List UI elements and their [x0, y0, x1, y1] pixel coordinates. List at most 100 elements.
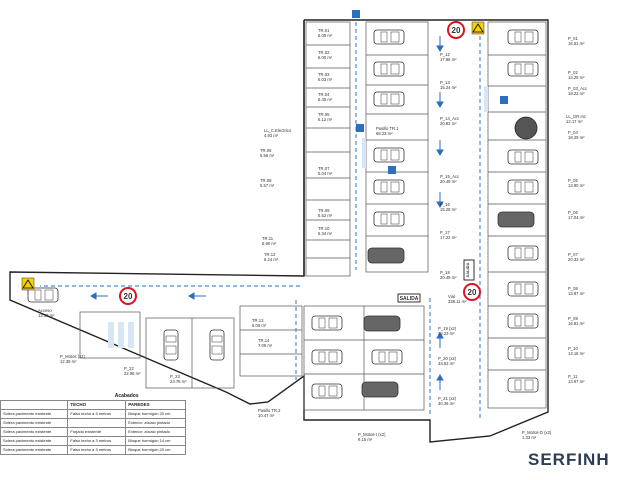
parking-space-label-area: 16.51 m² [568, 41, 585, 46]
warning-sign-icon [21, 277, 35, 291]
storage-room-label-area: 5.34 m² [318, 231, 333, 236]
salida-sign: SALIDA [397, 293, 421, 303]
finishes-cell-suelo: Solera pavimento existente [0, 409, 69, 419]
storage-room-label-name: TR.09 [318, 208, 330, 213]
area-label-area: 7.09 m² [258, 343, 273, 348]
finishes-header-techo: TECHO [67, 400, 127, 410]
storage-room-label-area: 6.03 m² [318, 77, 333, 82]
area-label-area: 22.96 m² [124, 371, 141, 376]
parking-space-label-name: LL_GR.Inc [566, 114, 586, 119]
area-label-name: P_22 [124, 366, 134, 371]
parking-space-label-area: 20.33 m² [568, 257, 585, 262]
area-label-name: P_Motos-I (x2) [358, 432, 386, 437]
parking-space-label-name: P_04 [568, 130, 578, 135]
parking-space-label-name: P_06 [568, 210, 578, 215]
finishes-cell-paredes: Exterior: zócalo pintado [125, 427, 186, 437]
parking-space-label-area: 20.82 m² [440, 121, 457, 126]
parking-space-label-name: P_08 [568, 286, 578, 291]
cars [27, 29, 539, 399]
parking-space-label-area: 17.04 m² [568, 215, 585, 220]
parking-space-label-name: P_12 [440, 52, 450, 57]
parking-space-label-name: P_05 [568, 178, 578, 183]
parking-space-label-area: 68.23 m² [376, 131, 393, 136]
storage-room-label-area: 6.09 m² [318, 33, 333, 38]
parking-space-label-area: 12.17 m² [566, 119, 583, 124]
storage-room-label-area: 6.12 m² [318, 117, 333, 122]
area-label-area: 6.00 m² [252, 323, 267, 328]
parking-space-label-name: P_17 [440, 230, 450, 235]
storage-room-label-area: 4.93 m² [264, 133, 279, 138]
finishes-cell-techo: Falso techo a 3 metros [67, 445, 127, 455]
storage-room-label-area: 5.52 m² [318, 213, 333, 218]
parking-space-label-area: 18.29 m² [568, 135, 585, 140]
finishes-cell-techo: Falso techo a 3 metros [67, 409, 127, 419]
area-label-area: 12.40 m² [38, 313, 55, 318]
parking-space-label-area: 15.24 m² [440, 85, 457, 90]
storage-room-label-name: TR.12 [264, 252, 276, 257]
area-label-area: 33.23 m² [438, 331, 455, 336]
parking-space-label-name: P_02 [568, 70, 578, 75]
area-label-name: P_Motos (x2) [60, 354, 86, 359]
finishes-cell-suelo: Solera pavimento existente [0, 445, 69, 455]
wheelchair-icon [352, 10, 508, 174]
svg-text:SALIDA: SALIDA [465, 262, 470, 277]
storage-room-label-name: TR.10 [318, 226, 330, 231]
parking-space-label-area: 13.90 m² [568, 183, 585, 188]
finishes-cell-paredes: Bloque hormigón 14 cm [125, 436, 186, 446]
storage-room-label-name: TR.04 [318, 92, 330, 97]
storage-room-label-name: TR.08 [260, 178, 272, 183]
area-label-name: P_20 (x2) [438, 356, 457, 361]
area-label-area: 10.47 m² [258, 413, 275, 418]
area-label-name: TR.13 [252, 318, 264, 323]
parking-space-label-area: 17.86 m² [440, 57, 457, 62]
parking-space-label-name: P_13 [440, 80, 450, 85]
area-label-name: Pasillo TR.2 [258, 408, 281, 413]
area-label-name: P_23 [170, 374, 180, 379]
finishes-cell-techo [67, 418, 127, 428]
brand-logo: SERFINH [528, 450, 610, 469]
parking-space-label-area: 17.22 m² [440, 235, 457, 240]
finishes-cell-suelo: Solera pavimento existente [0, 418, 69, 428]
parking-space-label-area: 20.49 m² [440, 179, 457, 184]
speed-sign-2: 20 [463, 283, 481, 301]
storage-room-label-area: 5.57 m² [260, 183, 275, 188]
finishes-cell-techo: Falso techo a 3 metros [67, 436, 127, 446]
parking-space-label-name: P_15_Acc [440, 174, 459, 179]
building-outline [9, 19, 549, 443]
parking-space-label-name: P_01 [568, 36, 578, 41]
storage-room-label-name: TR.07 [318, 166, 330, 171]
parking-space-label-area: 13.87 m² [568, 291, 585, 296]
speed-sign-value: 20 [452, 26, 461, 35]
storage-room-label-area: 6.90 m² [262, 241, 277, 246]
finishes-cell-suelo: Solera pavimento existente [0, 436, 69, 446]
area-label-area: 30.36 m² [438, 401, 455, 406]
parking-space-label-area: 13.97 m² [568, 379, 585, 384]
storage-room-label-name: TR.01 [318, 28, 330, 33]
tank-symbol [514, 116, 538, 140]
speed-sign-value: 20 [468, 288, 477, 297]
area-label-name: P_Motos-D (x2) [522, 430, 552, 435]
storage-room-label-area: 5.04 m² [318, 171, 333, 176]
speed-sign-1: 20 [447, 21, 465, 39]
parking-space-label-area: 16.81 m² [568, 321, 585, 326]
area-label-name: P_21 (x2) [438, 396, 457, 401]
parking-space-label-name: P_03_Acc [568, 86, 587, 91]
storage-room-label-area: 6.45 m² [318, 97, 333, 102]
storage-room-label-name: TR.05 [318, 112, 330, 117]
svg-text:SALIDA: SALIDA [400, 296, 419, 302]
area-label-area: 12.39 m² [60, 359, 77, 364]
storage-room-label-name: TR.02 [318, 50, 330, 55]
area-label-name: P_19 (x2) [438, 326, 457, 331]
parking-space-label-name: Pasillo TR.1 [376, 126, 399, 131]
circulation-lines [40, 22, 481, 420]
area-label-area: 33.53 m² [438, 361, 455, 366]
storage-room-label-name: TR.11 [262, 236, 274, 241]
area-label-area: 338.11 m² [448, 299, 467, 304]
storage-room-label-name: LL_C.Electrico [264, 128, 292, 133]
storage-room-label-area: 6.00 m² [318, 55, 333, 60]
salida-sign-vertical: SALIDA [463, 259, 475, 281]
